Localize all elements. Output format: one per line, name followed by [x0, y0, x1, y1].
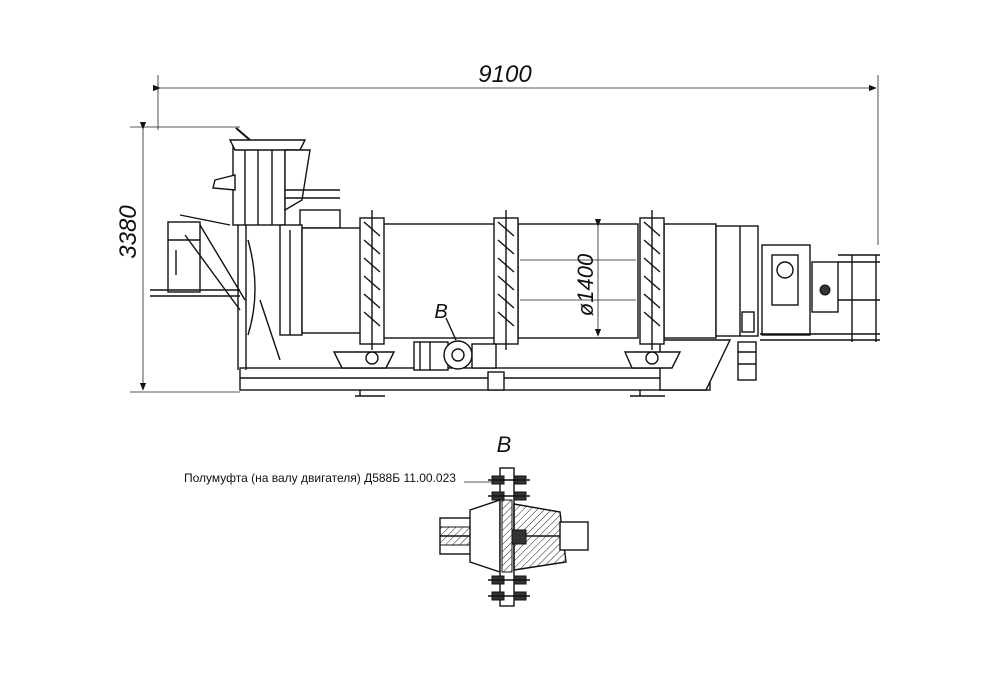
- feed-hopper: [212, 127, 341, 229]
- coupling-detail: [439, 467, 589, 607]
- coupling-bolts-top: [488, 475, 530, 501]
- detail-view-title: B: [497, 432, 512, 457]
- drive-unit: [413, 317, 497, 371]
- drum: [379, 223, 759, 339]
- length-dimension: 9100: [152, 61, 879, 245]
- length-dimension-text: 9100: [478, 61, 532, 88]
- callout-b-label: B: [434, 301, 447, 323]
- left-stand: [150, 214, 281, 370]
- coupling-bolts-bottom: [488, 575, 530, 601]
- discharge-end: [737, 244, 880, 381]
- diameter-dimension-text: ø1400: [573, 253, 598, 316]
- height-dimension-text: 3380: [115, 205, 142, 259]
- ring-2: [493, 210, 519, 350]
- coupling-caption: Полумуфта (на валу двигателя) Д588Б 11.0…: [184, 471, 456, 485]
- height-dimension: 3380: [115, 121, 240, 393]
- drum-rings: [359, 210, 665, 350]
- ring-3: [639, 210, 665, 350]
- support-rollers: [332, 351, 682, 369]
- diameter-dimension: ø1400: [573, 218, 602, 337]
- ring-1: [359, 210, 385, 350]
